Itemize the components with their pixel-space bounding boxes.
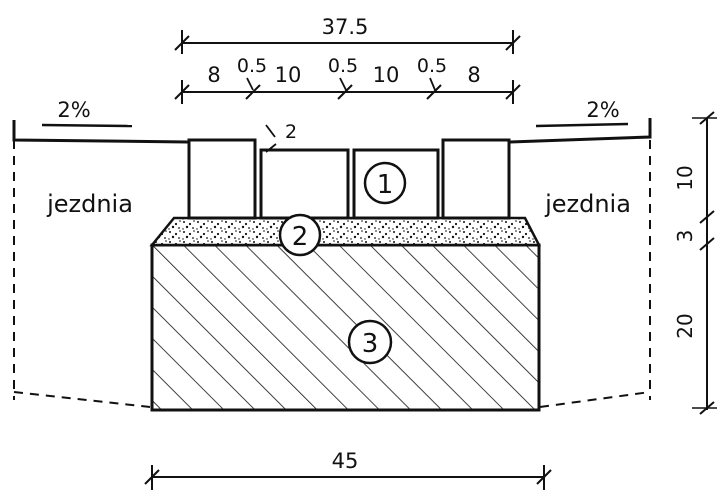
right-slope-label: 2% xyxy=(586,98,619,122)
segment-label-3: 10 xyxy=(275,63,302,87)
vertical-slash-2 xyxy=(699,210,715,224)
left-roadway-surface xyxy=(12,120,189,144)
right-slope-arrow xyxy=(535,122,629,128)
segment-label-7: 8 xyxy=(467,63,480,87)
layer-marker-1-label: 1 xyxy=(377,170,394,200)
vertical-label-3: 3 xyxy=(673,230,697,243)
segment-slash-5 xyxy=(505,84,521,100)
segment-slash-2 xyxy=(245,84,261,100)
gap-arrow-mid xyxy=(339,77,347,91)
bedding-layer xyxy=(149,216,542,247)
joint-gap-leader xyxy=(265,124,277,153)
segment-label-6: 0.5 xyxy=(417,55,447,77)
curb-block-left xyxy=(187,138,257,220)
top-total-slash-right xyxy=(505,35,521,51)
segment-slash-3 xyxy=(337,84,353,100)
segment-label-4: 0.5 xyxy=(328,55,358,77)
bottom-total-label: 45 xyxy=(332,449,359,473)
segment-label-1: 8 xyxy=(207,63,220,87)
vertical-label-10: 10 xyxy=(673,165,697,190)
segment-label-2: 0.5 xyxy=(237,55,267,77)
segment-slash-1 xyxy=(174,84,190,100)
segment-slash-4 xyxy=(426,84,442,100)
bottom-slash-right xyxy=(536,469,552,485)
paving-block-left xyxy=(259,148,350,220)
bottom-slash-left xyxy=(144,469,160,485)
right-roadway-surface xyxy=(509,118,652,144)
gap-arrow-left xyxy=(246,77,254,91)
joint-gap-label: 2 xyxy=(285,121,297,143)
layer-marker-1-circle xyxy=(363,161,407,205)
layer-marker-2-circle xyxy=(278,213,322,257)
vertical-label-20: 20 xyxy=(673,313,697,338)
left-subgrade-line xyxy=(13,391,151,408)
gap-arrow-right xyxy=(429,77,436,91)
curb-block-right xyxy=(441,138,511,220)
vertical-slash-3 xyxy=(699,237,715,251)
right-subgrade-line xyxy=(539,391,651,408)
layer-marker-2-label: 2 xyxy=(292,222,309,252)
left-slope-arrow xyxy=(41,123,133,128)
layer-marker-3-circle xyxy=(347,319,393,365)
segment-label-5: 10 xyxy=(373,63,400,87)
right-road-label: jezdnia xyxy=(544,190,631,218)
left-slope-label: 2% xyxy=(57,98,90,122)
top-total-label: 37.5 xyxy=(322,15,369,39)
left-road-label: jezdnia xyxy=(46,190,133,218)
top-total-slash-left xyxy=(174,35,190,51)
layer-marker-3-label: 3 xyxy=(362,329,379,359)
base-layer xyxy=(150,243,541,412)
